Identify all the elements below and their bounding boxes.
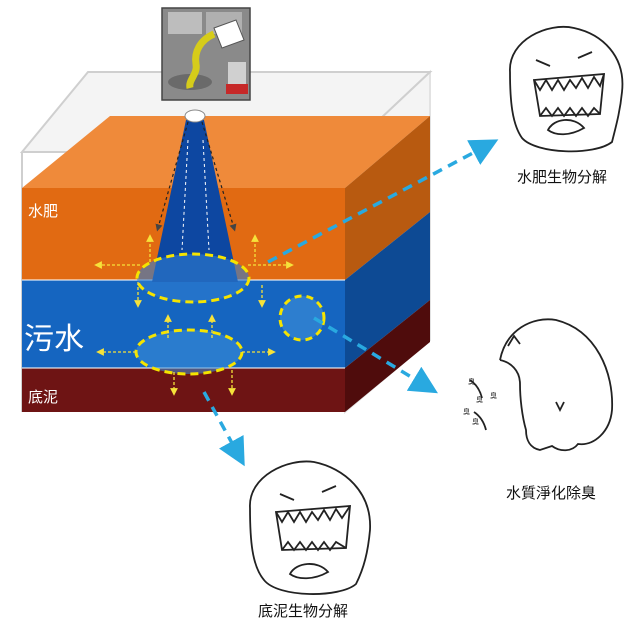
sludge-layer-label: 底泥 — [28, 388, 59, 406]
sludge-decomposition-caption: 底泥生物分解 — [258, 602, 349, 620]
fertilizer-layer-label: 水肥 — [28, 202, 59, 220]
smell-glyphs: 臭 臭 臭 臭 臭 — [463, 377, 497, 426]
fertilizer-decomposition-caption: 水肥生物分解 — [517, 168, 608, 186]
active-zone-upper — [135, 252, 251, 304]
fertilizer-eater-monster-icon — [509, 26, 624, 153]
active-zone-right — [278, 294, 326, 342]
sludge-eater-monster-icon — [249, 460, 371, 595]
active-zone-lower — [134, 328, 244, 376]
smell-glyph: 臭 — [490, 391, 497, 400]
smell-glyph: 臭 — [468, 377, 475, 386]
purifier-monster-icon — [469, 318, 613, 452]
process-arrows — [202, 139, 499, 467]
inlet-column — [152, 109, 238, 282]
diffusion-arrows — [94, 234, 294, 396]
sludge-layer — [22, 300, 430, 412]
fertilizer-layer — [22, 116, 430, 280]
smell-glyph: 臭 — [463, 407, 470, 416]
smell-glyph: 臭 — [472, 417, 479, 426]
water-purification-caption: 水質淨化除臭 — [506, 484, 597, 502]
smell-glyph: 臭 — [476, 395, 483, 404]
toilet-thumbnail-icon — [161, 7, 251, 101]
sewage-layer-label: 污水 — [24, 322, 84, 357]
